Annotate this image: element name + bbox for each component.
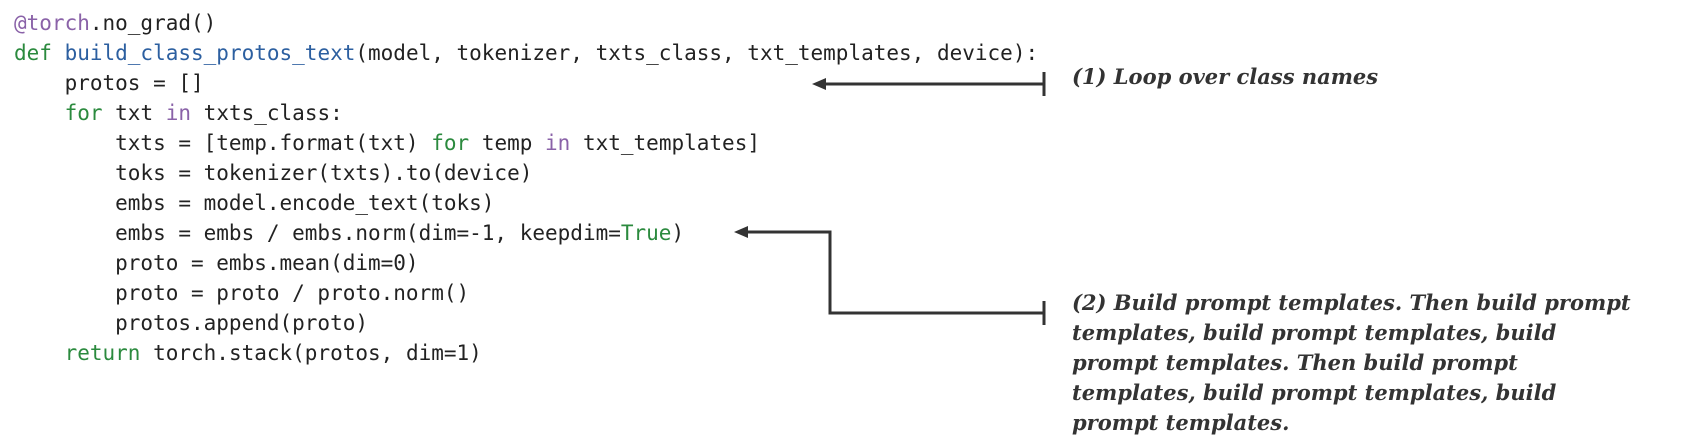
code-line: embs = model.encode_text(toks) [14,188,1038,218]
code-token: in [545,131,571,155]
code-token: def [14,41,65,65]
arrow-loop [812,72,1046,96]
code-line: proto = proto / proto.norm() [14,278,1038,308]
code-token: toks = tokenizer(txts).to(device) [14,161,533,185]
code-token: torch.stack(protos, dim=1) [140,341,482,365]
code-line: def build_class_protos_text(model, token… [14,38,1038,68]
code-token: True [620,221,672,245]
code-token: protos = [] [14,71,204,95]
code-line: toks = tokenizer(txts).to(device) [14,158,1038,188]
code-token: embs = model.encode_text(toks) [14,191,495,215]
code-token: for [64,101,103,125]
code-block: @torch.no_grad()def build_class_protos_t… [14,8,1038,368]
code-token: proto = proto / proto.norm() [14,281,470,305]
code-line: proto = embs.mean(dim=0) [14,248,1038,278]
code-token: in [165,101,192,125]
code-token: return [64,341,141,365]
annotation-templates: (2) Build prompt templates. Then build p… [1072,290,1631,435]
code-line: txts = [temp.format(txt) for temp in txt… [14,128,1038,158]
code-token: proto = embs.mean(dim=0) [14,251,419,275]
arrow-templates [734,226,1046,325]
code-token: (model, tokenizer, txts_class, txt_templ… [355,41,1039,65]
code-token: for [431,131,470,155]
code-token: txt_templates] [570,131,760,155]
code-token: build_class_protos_text [64,41,356,65]
code-line: protos.append(proto) [14,308,1038,338]
code-line: @torch.no_grad() [14,8,1038,38]
code-token: @torch [14,11,90,35]
code-token: temp [469,131,546,155]
code-line: return torch.stack(protos, dim=1) [14,338,1038,368]
code-line: for txt in txts_class: [14,98,1038,128]
code-token: embs = embs / embs.norm(dim=-1, keepdim= [14,221,621,245]
code-token: protos.append(proto) [14,311,369,335]
code-line: embs = embs / embs.norm(dim=-1, keepdim=… [14,218,1038,248]
code-token: txts_class: [191,101,343,125]
code-token: txt [102,101,166,125]
annotation-loop: (1) Loop over class names [1072,64,1379,89]
code-token: .no_grad() [89,11,217,35]
arrows-layer [734,72,1046,325]
code-token: txts = [temp.format(txt) [14,131,432,155]
code-token: ) [671,221,685,245]
code-line: protos = [] [14,68,1038,98]
